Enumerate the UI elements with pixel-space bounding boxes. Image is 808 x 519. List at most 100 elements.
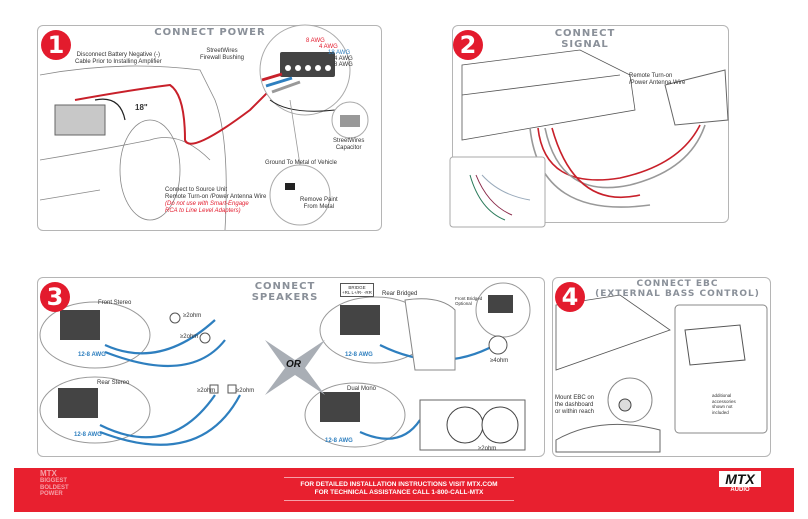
bridge-term: L+/R- xyxy=(351,290,363,295)
ebc-amplifier xyxy=(555,294,671,371)
battery-ground-wire xyxy=(94,98,126,121)
enclosure-speaker xyxy=(404,298,456,371)
footer-info: FOR DETAILED INSTALLATION INSTRUCTIONS V… xyxy=(284,477,514,501)
dual-mono-label: Dual Mono xyxy=(347,386,377,392)
title-line: (EXTERNAL BASS CONTROL) xyxy=(595,289,760,299)
label-line: Cable Prior to Installing Amplifier xyxy=(75,59,162,65)
bridge-diagram: BRIDGE +RL L+/R- -RR xyxy=(340,283,374,297)
label-line: /Power Antenna Wire xyxy=(629,80,686,86)
ohm-label: ≥2ohm xyxy=(183,313,202,319)
awg-labels: 8 AWG 4 AWG 18 AWG 4 AWG 8 AWG xyxy=(303,38,353,68)
car-illustration xyxy=(39,65,227,231)
step-3-badge: 3 xyxy=(40,282,70,312)
ebc-knob-icon xyxy=(618,398,632,412)
label-line: or within reach xyxy=(555,409,595,415)
website-line: FOR DETAILED INSTALLATION INSTRUCTIONS V… xyxy=(300,481,498,488)
label-line: additional xyxy=(712,393,732,398)
bridge-term: -RR xyxy=(363,290,372,295)
label-line: included xyxy=(712,409,729,415)
logo-line: POWER xyxy=(40,491,63,497)
label-line: Optional xyxy=(455,301,472,306)
awg-label: 12-8 AWG xyxy=(345,352,373,358)
ground-zoom-circle xyxy=(269,164,331,226)
logo-line: MTX xyxy=(40,469,57,478)
support-line: FOR TECHNICAL ASSISTANCE CALL 1-800-CALL… xyxy=(314,489,484,496)
label-line: Mount EBC on xyxy=(555,395,595,401)
logo-mark: MTX xyxy=(719,471,761,487)
step-4-badge: 4 xyxy=(555,282,585,312)
remote-wire-label: Remote Turn-on/Power Antenna Wire xyxy=(629,73,685,87)
head-unit xyxy=(664,69,729,126)
logo-line: BIGGEST xyxy=(40,478,68,484)
label-line: Remote Turn-on /Power Antenna Wire xyxy=(165,194,267,200)
awg-label: 12-8 AWG xyxy=(325,438,353,444)
ebc-zoom-circle xyxy=(607,377,653,423)
logo-line: BOLDEST xyxy=(40,484,69,491)
power-wire xyxy=(74,74,286,145)
power-terminal-block xyxy=(280,52,335,77)
ohm-label: ≥2ohm xyxy=(236,388,255,394)
ground-label: Ground To Metal of Vehicle xyxy=(265,160,337,166)
distance-label: 18" xyxy=(135,103,148,112)
label-line: Remote Turn-on xyxy=(629,73,673,79)
speaker-icons xyxy=(169,312,508,394)
warning-line: RCA to Line Level Adapters) xyxy=(165,208,241,214)
bridge-label: BRIDGE xyxy=(348,285,366,290)
step-1-badge: 1 xyxy=(41,30,71,60)
mtx-audio-logo: MTX AUDIO xyxy=(719,471,761,493)
ohm-label: ≥2ohm xyxy=(180,334,199,340)
footer-bar: MTX BIGGEST BOLDEST POWER FOR DETAILED I… xyxy=(14,468,794,512)
label-line: Remove Paint xyxy=(300,197,338,203)
label-line: the dashboard xyxy=(555,402,594,408)
speaker-wires xyxy=(99,319,496,446)
label-line: Capacitor xyxy=(335,145,362,151)
label-line: Connect to Source Unit xyxy=(165,187,228,193)
title-line: CONNECT EBC xyxy=(636,279,719,289)
rear-bridged-label: Rear Bridged xyxy=(382,291,418,297)
label-line: Firewall Bushing xyxy=(200,55,245,61)
or-label: OR xyxy=(286,359,301,370)
awg-label: 8 AWG xyxy=(334,62,353,68)
front-stereo-label: Front Stereo xyxy=(98,300,132,306)
ohm-label: ≥2ohm xyxy=(197,388,216,394)
mtx-tagline-logo: MTX BIGGEST BOLDEST POWER xyxy=(40,470,69,498)
label-line: shown not xyxy=(712,404,733,409)
bridge-term: +RL xyxy=(342,290,351,295)
logo-subtext: AUDIO xyxy=(730,487,750,493)
battery-icon xyxy=(54,104,106,136)
battery-note: Disconnect Battery Negative (-)Cable Pri… xyxy=(75,52,162,66)
or-cross xyxy=(265,340,325,395)
label-line: Front Bridged xyxy=(455,296,483,301)
awg-label: 18 AWG xyxy=(328,50,351,56)
connect-speakers-title: CONNECT SPEAKERS xyxy=(251,281,319,303)
label-line: accessories xyxy=(712,398,736,404)
awg-label: 4 AWG xyxy=(334,56,353,62)
capacitor-icon xyxy=(340,115,360,127)
awg-label: 4 AWG xyxy=(319,44,338,50)
connect-ebc-title: CONNECT EBC(EXTERNAL BASS CONTROL) xyxy=(585,279,770,299)
label-line: StreetWires xyxy=(206,48,238,54)
rca-cables xyxy=(529,124,706,208)
rear-stereo-label: Rear Stereo xyxy=(97,380,130,386)
ohm-label: ≥4ohm xyxy=(490,358,509,364)
signal-inset xyxy=(449,156,546,228)
connect-power-title: CONNECT POWER xyxy=(154,27,266,38)
awg-label: 8 AWG xyxy=(306,38,325,44)
amplifier-illustration xyxy=(461,49,636,141)
label-line: Disconnect Battery Negative (-) xyxy=(76,52,161,58)
warning-line: (Do not use with Smart-Engage xyxy=(165,201,249,207)
ohm-label: ≥2ohm xyxy=(478,446,497,452)
label-line: From Metal xyxy=(303,204,335,210)
connect-signal-title: CONNECT SIGNAL xyxy=(554,28,616,50)
awg-label: 12-8 AWG xyxy=(74,432,102,438)
awg-label: 12-8 AWG xyxy=(78,352,106,358)
dashboard xyxy=(555,423,661,453)
